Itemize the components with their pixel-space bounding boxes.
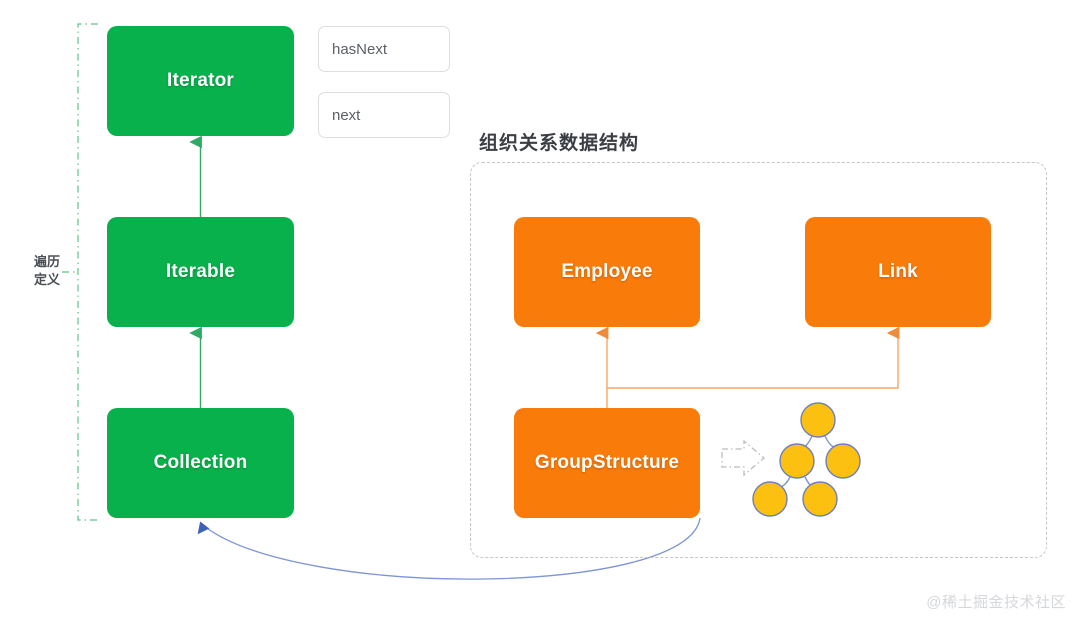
watermark: @稀土掘金技术社区 bbox=[926, 594, 1066, 611]
node-link-label: Link bbox=[878, 261, 918, 282]
node-collection-label: Collection bbox=[153, 452, 248, 473]
node-iterator-label: Iterator bbox=[166, 70, 235, 91]
node-groupstructure-label: GroupStructure bbox=[534, 452, 680, 473]
field-next-label: next bbox=[332, 106, 361, 124]
field-has-next-label: hasNext bbox=[332, 40, 388, 58]
node-iterator[interactable]: Iterator bbox=[107, 26, 294, 136]
node-iterable[interactable]: Iterable bbox=[107, 217, 294, 327]
org-structure-panel bbox=[470, 162, 1047, 558]
node-groupstructure[interactable]: GroupStructure bbox=[514, 408, 700, 518]
node-collection[interactable]: Collection bbox=[107, 408, 294, 518]
field-next[interactable]: next bbox=[318, 92, 450, 138]
node-link[interactable]: Link bbox=[805, 217, 991, 327]
node-employee-label: Employee bbox=[561, 261, 653, 282]
panel-title: 组织关系数据结构 bbox=[479, 133, 640, 154]
node-iterable-label: Iterable bbox=[165, 261, 236, 282]
field-has-next[interactable]: hasNext bbox=[318, 26, 450, 72]
traversal-definition-label: 遍历 定义 bbox=[33, 254, 60, 287]
node-employee[interactable]: Employee bbox=[514, 217, 700, 327]
